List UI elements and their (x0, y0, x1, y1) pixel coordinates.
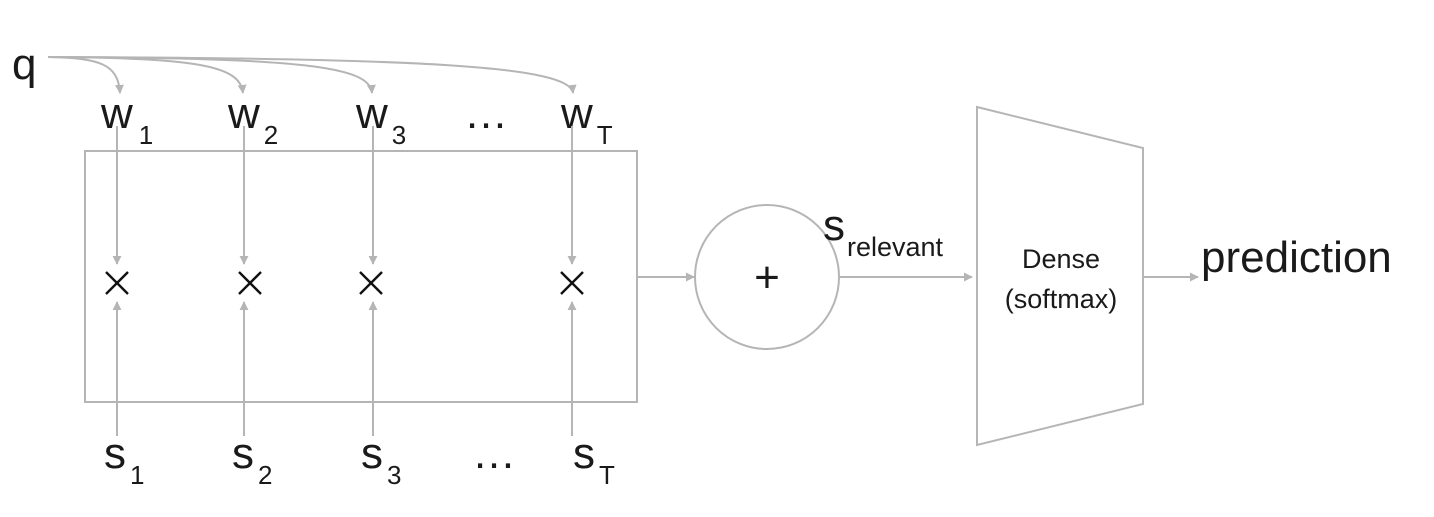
multiply-icon (238, 271, 262, 295)
weight-arrows (112, 126, 577, 265)
multiply-icon (359, 271, 383, 295)
relevant-label: srelevant (823, 201, 944, 262)
dense-activation-label: (softmax) (1005, 284, 1118, 314)
sum-operator: + (754, 253, 780, 302)
multiply-icon (105, 271, 129, 295)
state-ellipsis: … (472, 429, 516, 478)
prediction-label: prediction (1201, 233, 1392, 282)
dense-layer (976, 105, 1144, 447)
query-fanout-arrows (47, 56, 577, 94)
dense-label: Dense (1022, 244, 1100, 274)
multiplication-box (84, 150, 638, 403)
weight-ellipsis: … (464, 89, 508, 138)
query-label: q (12, 40, 36, 89)
multiply-icons (105, 271, 584, 295)
multiply-icon (560, 271, 584, 295)
state-arrows (112, 301, 577, 436)
